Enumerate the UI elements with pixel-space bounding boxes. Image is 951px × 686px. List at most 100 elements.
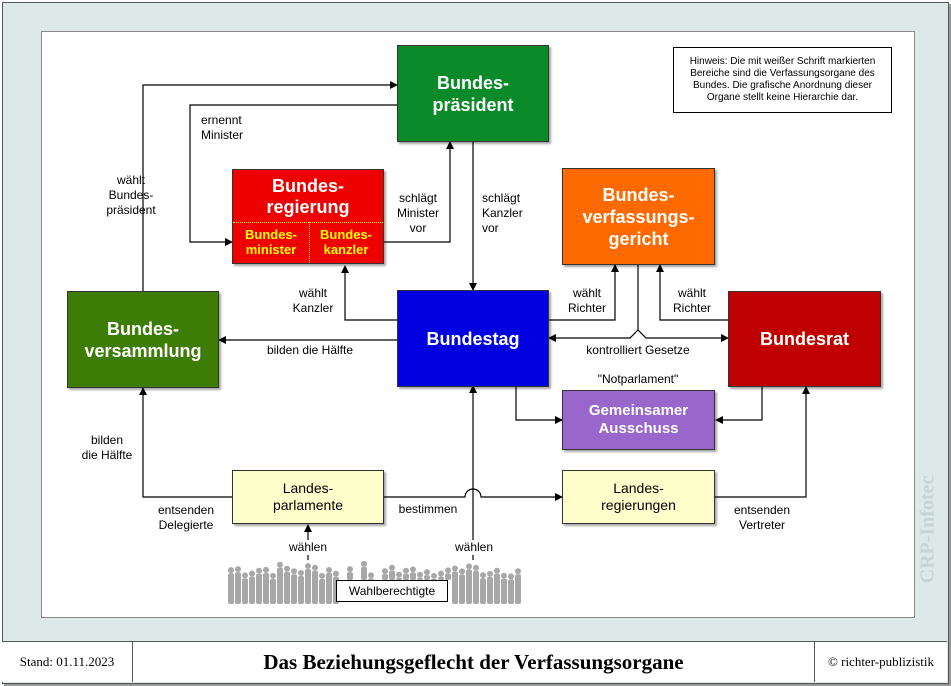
person-body: [466, 569, 472, 604]
label-line: schlägt: [398, 191, 438, 205]
person-head: [445, 567, 451, 574]
label-kontrolliert-gesetze: kontrolliert Gesetze: [586, 343, 690, 357]
person-body: [326, 573, 332, 604]
person-head: [228, 567, 234, 574]
label-line: entsenden: [157, 503, 215, 517]
label-bilden-haelfte-1: bilden die Hälfte: [266, 343, 354, 357]
label-notparlament: "Notparlament": [597, 372, 679, 386]
person-head: [459, 568, 465, 575]
arrow-kontrolliert-right: [637, 329, 729, 342]
person-body: [445, 573, 451, 580]
person-head: [333, 570, 339, 577]
arrow-schlaegt-minister-vor: [384, 141, 454, 243]
person-head: [263, 566, 269, 573]
person-body: [228, 573, 234, 604]
person-head: [501, 572, 507, 579]
label-waehlt-bundespraesident: wählt Bundes- präsident: [92, 173, 170, 218]
ausschuss-line-1: Gemeinsamer: [588, 402, 689, 419]
person-body: [410, 572, 416, 580]
bundestag-box: Bundestag: [397, 290, 549, 387]
person-body: [242, 578, 248, 604]
label-line: Minister: [396, 206, 439, 220]
person-head: [403, 567, 409, 574]
landesparlamente-line-1: Landes-: [282, 480, 334, 496]
hinweis-line-3: Bundes. Die grafische Anordnung dieser: [692, 80, 872, 91]
person-head: [431, 572, 437, 579]
label-line: Bundes-: [108, 188, 154, 202]
person-body: [389, 570, 395, 580]
label-line: ernennt: [201, 113, 242, 127]
person-body: [361, 566, 367, 580]
bundesregierung-line-2: regierung: [266, 197, 350, 217]
watermark-text: CRP-Infotec: [916, 475, 939, 584]
label-ernennt-minister: ernennt Minister: [201, 113, 243, 143]
arrow-ernennt-minister: [189, 104, 397, 246]
person-head: [277, 561, 283, 568]
bundesversammlung-line-2: versammlung: [84, 340, 202, 361]
landesparlamente-line-2: parlamente: [272, 497, 344, 513]
label-line: die Hälfte: [81, 448, 133, 462]
bundespraesident-line-2: präsident: [432, 94, 514, 115]
label-waehlen-2: wählen: [448, 540, 500, 555]
landesregierungen-line-1: Landes-: [613, 480, 664, 496]
crowd-icon: [228, 560, 521, 604]
person-body: [298, 576, 304, 604]
bverfg-line-3: gericht: [608, 228, 669, 249]
label-line: wählt: [677, 286, 706, 300]
label-line: vor: [482, 221, 499, 235]
label-line: Delegierte: [158, 518, 214, 532]
person-head: [417, 571, 423, 578]
person-body: [473, 570, 479, 604]
bundesrat-label: Bundesrat: [759, 329, 849, 349]
person-head: [389, 564, 395, 571]
person-body: [515, 574, 521, 604]
person-body: [347, 572, 353, 580]
label-entsenden-delegierte: entsenden Delegierte: [148, 503, 224, 533]
ausschuss-line-2: Ausschuss: [598, 420, 679, 437]
landesregierungen-box: Landes- regierungen: [562, 470, 715, 524]
arrow-waehlt-kanzler: [341, 265, 397, 321]
label-schlaegt-kanzler-vor: schlägt Kanzler vor: [482, 191, 523, 236]
person-body: [235, 572, 241, 604]
label-line: vor: [409, 221, 427, 235]
bundesversammlung-line-1: Bundes-: [107, 318, 179, 339]
footer-copyright: © richter-publizistik: [815, 642, 947, 682]
hinweis-line-1: Hinweis: Die mit weißer Schrift markiert…: [689, 56, 876, 67]
label-line: wählt: [298, 286, 327, 300]
footer-stand-text: Stand: 01.11.2023: [19, 654, 115, 669]
bundesregierung-line-1: Bundes-: [271, 176, 344, 196]
person-body: [368, 578, 374, 580]
label-entsenden-vertreter: entsenden Vertreter: [724, 503, 800, 533]
person-body: [249, 576, 255, 604]
label-line: wählt: [116, 173, 145, 187]
person-head: [515, 568, 521, 575]
person-head: [284, 565, 290, 572]
arrow-bundestag-ausschuss: [515, 386, 563, 424]
person-head: [480, 572, 486, 579]
person-head: [494, 567, 500, 574]
bundesversammlung-box: Bundes- versammlung: [67, 291, 219, 388]
person-body: [417, 577, 423, 580]
label-line: schlägt: [482, 191, 521, 205]
label-waehlt-richter-1: wählt Richter: [561, 286, 613, 316]
bverfg-line-2: verfassungs-: [582, 206, 695, 227]
person-head: [256, 567, 262, 574]
bundesminister-line-2: minister: [245, 242, 297, 257]
person-head: [249, 570, 255, 577]
arrow-entsenden-vertreter: [715, 386, 810, 498]
person-body: [263, 572, 269, 604]
label-line: wählt: [572, 286, 601, 300]
person-head: [382, 568, 388, 575]
label-line: bilden: [90, 433, 124, 447]
person-body: [487, 576, 493, 604]
person-body: [424, 575, 430, 580]
arrow-waehlt-bundespraesident: [142, 81, 398, 291]
person-body: [501, 578, 507, 604]
person-head: [410, 566, 416, 573]
person-body: [508, 579, 514, 604]
person-body: [291, 574, 297, 604]
person-body: [284, 571, 290, 604]
label-line: Kanzler: [482, 206, 523, 220]
person-body: [319, 578, 325, 604]
